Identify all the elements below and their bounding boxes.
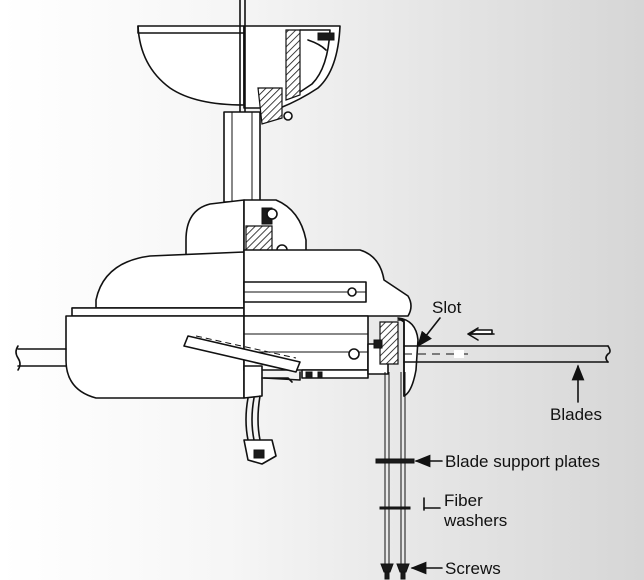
screws-part: [381, 564, 409, 579]
blades-label: Blades: [550, 405, 602, 424]
lower-body: [66, 316, 368, 398]
motor-housing: [72, 250, 411, 316]
blade-mount-bracket: [368, 318, 418, 396]
left-blade: [16, 346, 66, 370]
insertion-arrow: [468, 328, 494, 340]
canopy: [138, 26, 340, 124]
slot-label: Slot: [432, 298, 462, 317]
leader-lines: [412, 318, 578, 568]
screws-label: Screws: [445, 559, 501, 578]
switch-housing: [244, 366, 292, 464]
fiber-washers-label-line1: Fiber: [444, 491, 483, 510]
exploded-guide-lines: [385, 372, 405, 566]
blade-support-plates-part: [376, 459, 414, 463]
fiber-washers-label-line2: washers: [443, 511, 507, 530]
fiber-washers-part: [380, 507, 410, 509]
blade-support-plates-label: Blade support plates: [445, 452, 600, 471]
right-blade: [404, 346, 610, 362]
